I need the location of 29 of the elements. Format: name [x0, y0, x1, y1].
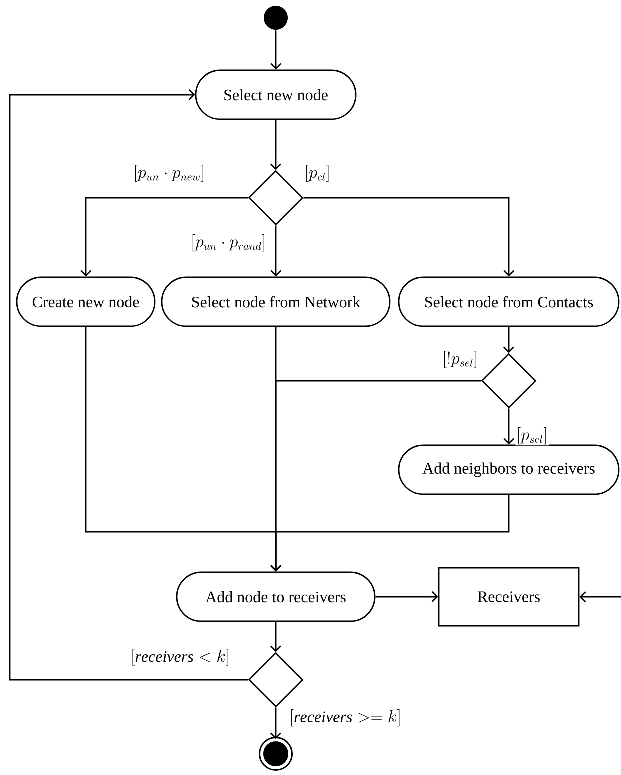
- arrow: [270, 495, 510, 572]
- end-dot: [259, 737, 293, 771]
- edge-label: $[\mathit{receivers} >= k]$: [288, 708, 403, 728]
- arrow: [504, 408, 514, 445]
- action-box: Select node from Network: [161, 276, 391, 328]
- object-box: Receivers: [438, 567, 580, 627]
- arrow: [270, 120, 282, 170]
- arrow: [376, 592, 438, 602]
- arrow: [580, 592, 621, 602]
- action-box: Select node from Contacts: [398, 276, 620, 328]
- arrow: [504, 327, 514, 354]
- action-box: Add node to receivers: [176, 572, 376, 622]
- edge-label: $[p_{un} \cdot p_{rand}]$: [190, 233, 268, 253]
- arrow: [304, 197, 514, 277]
- edge-label: $[p_{cl}]$: [304, 164, 332, 184]
- arrow: [270, 30, 282, 70]
- action-box: Add neighbors to receivers: [398, 444, 620, 496]
- arrow: [270, 622, 282, 652]
- arrow: [80, 197, 248, 277]
- action-box: Create new node: [16, 276, 156, 328]
- edge-label: $[p_{un} \cdot p_{new}]$: [132, 164, 206, 184]
- action-box: Select new node: [195, 70, 357, 120]
- arrow: [270, 708, 282, 740]
- arrow: [9, 90, 248, 681]
- arrow: [270, 226, 282, 277]
- start-dot: [264, 6, 288, 30]
- edge-label: $[!p_{sel}]$: [442, 350, 480, 370]
- edge-label: $[p_{sel}]$: [516, 426, 550, 446]
- edge-label: $[\mathit{receivers} < k]$: [130, 648, 232, 668]
